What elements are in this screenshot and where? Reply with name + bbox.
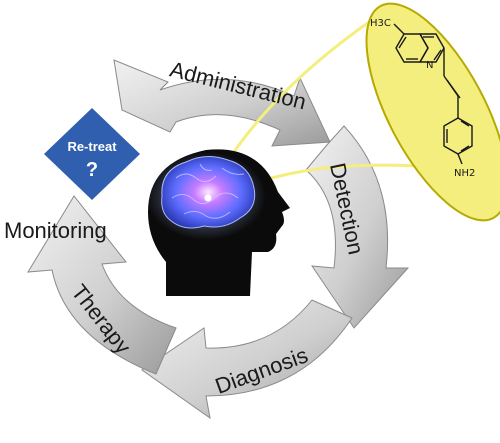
nitrogen-label: N — [426, 60, 433, 71]
retreat-badge: Re-treat ? — [44, 108, 140, 200]
molecule-callout: H3C N NH2 — [206, 2, 500, 222]
retreat-question-mark: ? — [86, 159, 98, 181]
retreat-diamond — [44, 108, 140, 200]
methyl-label: H3C — [370, 18, 391, 29]
head-with-brain — [146, 149, 290, 296]
quinoline-stilbene-structure — [393, 23, 473, 165]
arrow-diagnosis — [141, 299, 353, 420]
arrow-detection — [305, 125, 410, 329]
stage-label-monitoring: Monitoring — [4, 218, 107, 243]
brain-hotspot — [204, 194, 212, 202]
arrow-therapy — [27, 195, 177, 375]
brain-folds — [171, 163, 245, 219]
cycle-arrows — [27, 59, 410, 420]
amine-label: NH2 — [454, 168, 475, 179]
retreat-label: Re-treat — [67, 139, 117, 154]
